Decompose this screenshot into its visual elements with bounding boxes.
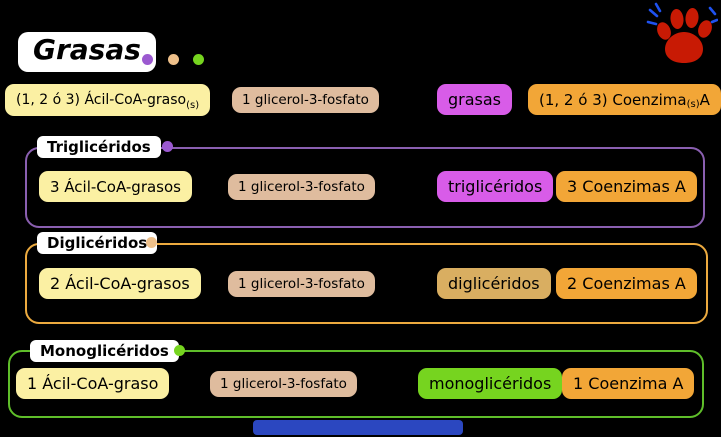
section-monoglycerides-label: Monoglicéridos: [30, 340, 179, 362]
glycerol-mono-label: 1 glicerol-3-fosfato: [220, 376, 347, 392]
glycerol-tri-box: 1 glicerol-3-fosfato: [228, 174, 375, 200]
product-tri-box: triglicéridos: [437, 171, 554, 202]
coenzyme-general-tail: A: [699, 90, 710, 109]
acyl-coa-mono-label: 1 Ácil-CoA-graso: [27, 374, 159, 393]
product-mono-label: monoglicéridos: [429, 374, 552, 393]
paw-logo-icon: [646, 2, 718, 63]
acyl-coa-general-box: (1, 2 ó 3) Ácil-CoA-graso(s): [5, 84, 211, 116]
legend-dot-diglycerides: [168, 54, 179, 65]
coenzyme-mono-box: 1 Coenzima A: [562, 368, 695, 399]
coenzyme-general-label: (1, 2 ó 3) Coenzima: [539, 90, 687, 109]
acyl-coa-tri-label: 3 Ácil-CoA-grasos: [50, 177, 181, 196]
grasas-product-label: grasas: [448, 90, 502, 109]
product-tri-label: triglicéridos: [448, 177, 543, 196]
glycerol-mono-box: 1 glicerol-3-fosfato: [210, 371, 357, 397]
acyl-coa-general-suffix: (s): [186, 100, 200, 111]
section-diglycerides-label: Diglicéridos: [37, 232, 158, 254]
section-diglycerides-dot: [146, 237, 157, 248]
paw-pads: [657, 8, 712, 63]
coenzyme-di-label: 2 Coenzimas A: [567, 274, 686, 293]
section-monoglycerides-dot: [174, 345, 185, 356]
product-di-label: diglicéridos: [448, 274, 540, 293]
glycerol-tri-label: 1 glicerol-3-fosfato: [238, 179, 365, 195]
legend-dot-triglycerides: [142, 54, 153, 65]
section-triglycerides-label: Triglicéridos: [37, 136, 161, 158]
acyl-coa-di-label: 2 Ácil-CoA-grasos: [50, 274, 190, 293]
grasas-product-box: grasas: [437, 84, 513, 115]
acyl-coa-general-label: (1, 2 ó 3) Ácil-CoA-graso: [16, 92, 187, 108]
glycerol-di-label: 1 glicerol-3-fosfato: [238, 276, 365, 292]
acyl-coa-di-box: 2 Ácil-CoA-grasos: [39, 268, 201, 299]
glycerol-general-label: 1 glicerol-3-fosfato: [242, 92, 369, 108]
legend-dot-monoglycerides: [193, 54, 204, 65]
footer-badge: [253, 420, 463, 435]
product-mono-box: monoglicéridos: [418, 368, 563, 399]
coenzyme-mono-label: 1 Coenzima A: [573, 374, 684, 393]
page-title: Grasas: [18, 32, 156, 72]
paw-sparks: [646, 2, 718, 26]
coenzyme-general-suffix: (s): [686, 99, 700, 110]
coenzyme-general-box: (1, 2 ó 3) Coenzima(s) A: [528, 84, 721, 115]
glycerol-general-box: 1 glicerol-3-fosfato: [232, 87, 379, 113]
section-triglycerides: [25, 147, 705, 228]
section-triglycerides-dot: [162, 141, 173, 152]
section-monoglycerides: [8, 350, 704, 418]
acyl-coa-mono-box: 1 Ácil-CoA-graso: [16, 368, 170, 399]
glycerol-di-box: 1 glicerol-3-fosfato: [228, 271, 375, 297]
coenzyme-di-box: 2 Coenzimas A: [556, 268, 697, 299]
coenzyme-tri-box: 3 Coenzimas A: [556, 171, 697, 202]
coenzyme-tri-label: 3 Coenzimas A: [567, 177, 686, 196]
section-diglycerides: [25, 243, 708, 324]
acyl-coa-tri-box: 3 Ácil-CoA-grasos: [39, 171, 192, 202]
product-di-box: diglicéridos: [437, 268, 551, 299]
